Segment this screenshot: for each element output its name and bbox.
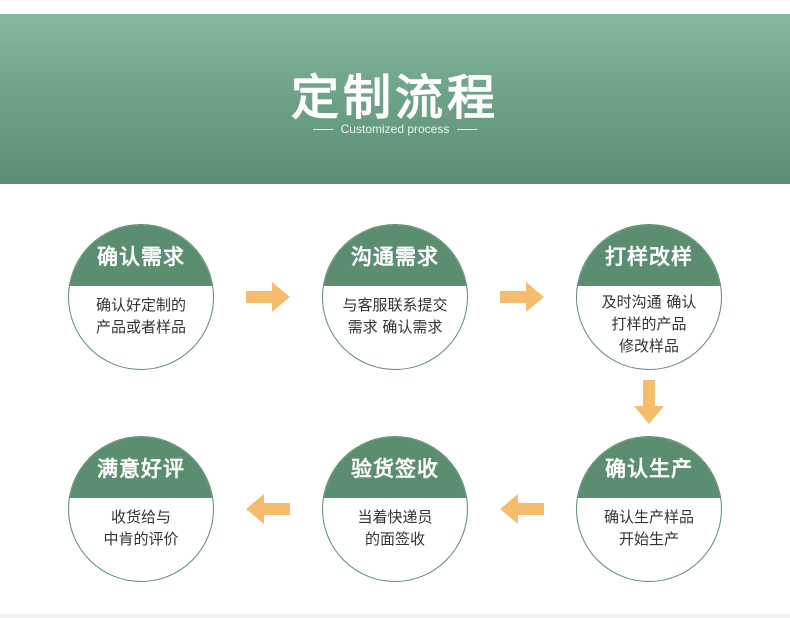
step-title: 打样改样 bbox=[577, 225, 721, 286]
header-banner: 定制流程 Customized process bbox=[0, 14, 790, 184]
step-desc-line: 开始生产 bbox=[618, 530, 679, 548]
step-description: 确认好定制的 产品或者样品 bbox=[69, 294, 213, 338]
step-desc-line: 收货给与 bbox=[110, 508, 171, 526]
step-title: 确认需求 bbox=[69, 225, 213, 286]
step-good-review: 满意好评 收货给与 中肯的评价 bbox=[68, 436, 214, 582]
step-inspect-receive: 验货签收 当着快递员 的面签收 bbox=[322, 436, 468, 582]
step-sample-making: 打样改样 及时沟通 确认 打样的产品 修改样品 bbox=[576, 224, 722, 370]
page-title: 定制流程 bbox=[290, 70, 499, 126]
step-title: 确认生产 bbox=[577, 437, 721, 498]
page-subtitle: Customized process bbox=[0, 122, 790, 136]
arrow-left-icon bbox=[500, 494, 544, 524]
step-desc-line: 确认好定制的 bbox=[95, 296, 186, 314]
step-desc-line: 确认生产样品 bbox=[603, 508, 694, 526]
step-desc-line: 及时沟通 确认 bbox=[601, 293, 697, 311]
step-confirm-requirement: 确认需求 确认好定制的 产品或者样品 bbox=[68, 224, 214, 370]
step-confirm-production: 确认生产 确认生产样品 开始生产 bbox=[576, 436, 722, 582]
subtitle-dash-left bbox=[313, 129, 334, 131]
step-title: 沟通需求 bbox=[323, 225, 467, 286]
step-description: 确认生产样品 开始生产 bbox=[577, 506, 721, 550]
step-description: 当着快递员 的面签收 bbox=[323, 506, 467, 550]
step-desc-line: 修改样品 bbox=[618, 337, 679, 355]
step-desc-line: 需求 确认需求 bbox=[347, 318, 443, 336]
arrow-right-icon bbox=[500, 282, 544, 312]
bottom-divider bbox=[0, 614, 790, 618]
subtitle-text: Customized process bbox=[340, 122, 450, 136]
arrow-left-icon bbox=[246, 494, 290, 524]
step-description: 收货给与 中肯的评价 bbox=[69, 506, 213, 550]
step-desc-line: 的面签收 bbox=[364, 530, 425, 548]
arrow-down-icon bbox=[634, 380, 664, 424]
step-desc-line: 当着快递员 bbox=[357, 508, 433, 526]
step-description: 及时沟通 确认 打样的产品 修改样品 bbox=[577, 291, 721, 357]
step-desc-line: 与客服联系提交 bbox=[342, 296, 448, 314]
step-desc-line: 产品或者样品 bbox=[95, 318, 186, 336]
subtitle-dash-right bbox=[456, 129, 477, 131]
step-communicate-requirement: 沟通需求 与客服联系提交 需求 确认需求 bbox=[322, 224, 468, 370]
arrow-right-icon bbox=[246, 282, 290, 312]
step-desc-line: 中肯的评价 bbox=[103, 530, 179, 548]
step-description: 与客服联系提交 需求 确认需求 bbox=[323, 294, 467, 338]
step-title: 验货签收 bbox=[323, 437, 467, 498]
top-strip bbox=[0, 0, 790, 14]
step-desc-line: 打样的产品 bbox=[611, 315, 687, 333]
step-title: 满意好评 bbox=[69, 437, 213, 498]
